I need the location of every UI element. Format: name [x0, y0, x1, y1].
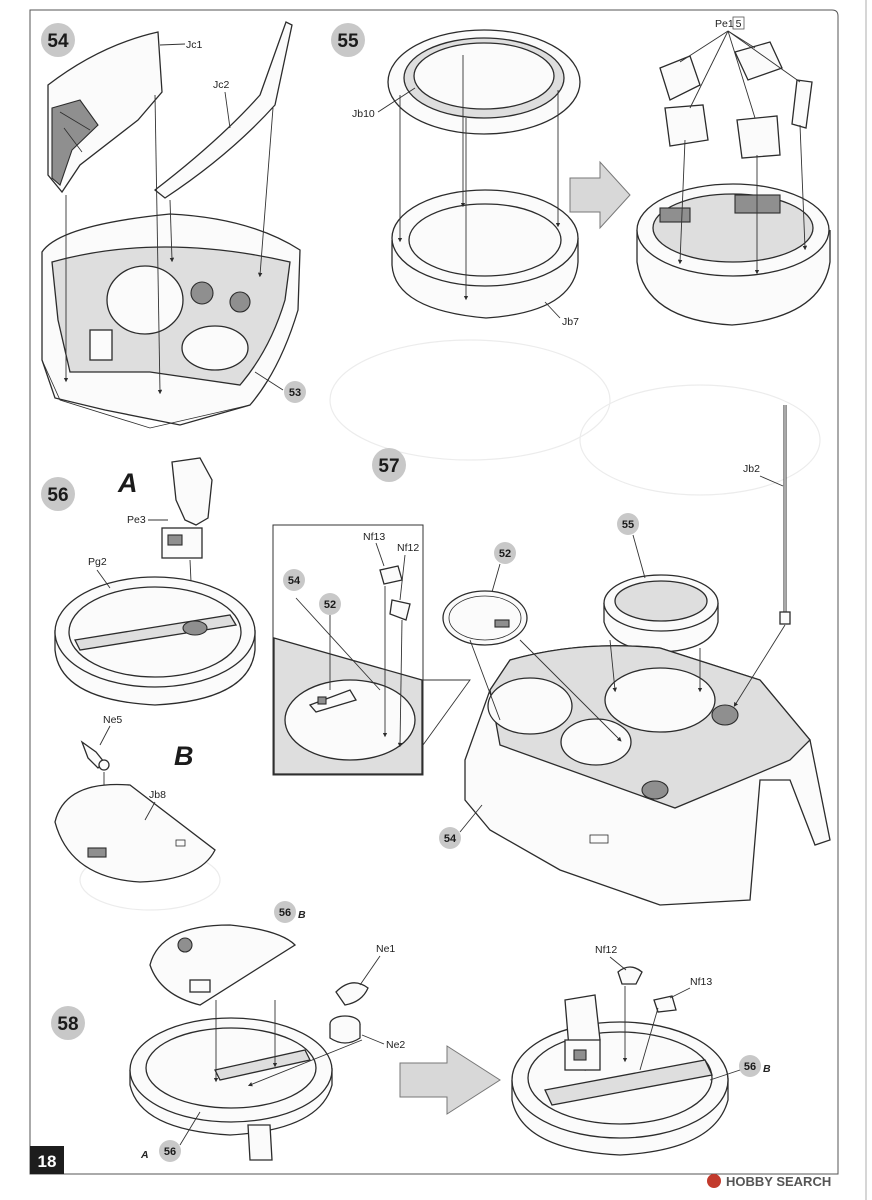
svg-text:52: 52 [499, 548, 511, 560]
label-jb7: Jb7 [562, 316, 579, 328]
label-jb10: Jb10 [352, 108, 375, 120]
pe1-quantity-box: 5 [732, 16, 745, 30]
pe1-assembly-lines [677, 124, 808, 275]
svg-text:53: 53 [289, 387, 301, 399]
ref-badge-52: 52 [494, 542, 516, 564]
watermark: HOBBY SEARCH [707, 1174, 831, 1189]
part-52-ring [442, 590, 528, 646]
step-58-assembly-lines [213, 1000, 278, 1083]
step-58: 58 56 B A 56 [51, 901, 771, 1162]
completed-hatch-assembly [511, 994, 729, 1156]
page-number-block: 18 [30, 1146, 64, 1174]
inset-callout-pointer [422, 679, 471, 746]
svg-text:55: 55 [337, 31, 359, 52]
step-57-assembly-lines [469, 624, 786, 742]
svg-text:56: 56 [279, 907, 291, 919]
part-ne5 [80, 740, 110, 771]
turret-ring-with-pe1 [636, 183, 831, 326]
step-58-badge: 58 [51, 1006, 85, 1040]
label-pe1: Pe1 [715, 18, 734, 30]
ref-badge-53: 53 [284, 381, 306, 403]
step-57-detail-inset [272, 524, 424, 776]
svg-text:52: 52 [324, 599, 336, 611]
part-jb10-ring [387, 29, 581, 135]
step-55-direction-arrow [569, 160, 631, 230]
svg-text:B: B [298, 909, 306, 921]
step-57-badge: 57 [372, 448, 406, 482]
label-jb8: Jb8 [149, 789, 166, 801]
part-jb2-antenna [779, 405, 791, 625]
part-pg2-ring [54, 576, 256, 706]
step-54-badge: 54 [41, 23, 75, 57]
label-jc1: Jc1 [186, 39, 203, 51]
subassembly-56b [149, 924, 297, 1006]
ref-badge-56b-top: 56 B [274, 901, 306, 923]
svg-text:54: 54 [444, 833, 457, 845]
step-55-badge: 55 [331, 23, 365, 57]
turret-base-53 [41, 213, 301, 429]
svg-text:54: 54 [288, 575, 301, 587]
nf13-inset [379, 565, 403, 585]
label-pe3: Pe3 [127, 514, 146, 526]
part-nf12-58 [617, 966, 643, 985]
label-ne5: Ne5 [103, 714, 122, 726]
svg-text:B: B [763, 1063, 771, 1075]
subassembly-b-letter: B [174, 741, 194, 771]
part-ne2 [329, 1015, 361, 1044]
label-jb2: Jb2 [743, 463, 760, 475]
svg-text:56: 56 [47, 485, 68, 506]
label-ne1: Ne1 [376, 943, 395, 955]
step-54: 54 Jc1 Jc2 [41, 21, 306, 429]
part-jc2-plate [153, 21, 293, 199]
ref-badge-54: 54 [439, 827, 461, 849]
subassembly-a-letter: A [117, 468, 138, 498]
step-58-direction-arrow [399, 1045, 501, 1115]
step-55-assembly-lines [397, 55, 561, 301]
part-jb7-ring [391, 189, 579, 319]
part-jb8-plate [54, 783, 216, 883]
label-nf13-58: Nf13 [690, 976, 712, 988]
svg-text:A: A [140, 1149, 149, 1161]
svg-text:5: 5 [736, 18, 742, 30]
svg-text:56: 56 [744, 1061, 756, 1073]
part-nf13-58 [653, 995, 677, 1013]
step-57: 57 Nf13 Nf12 54 52 [272, 405, 831, 906]
ref-badge-56b: 56 B [739, 1055, 771, 1077]
part-pe3 [161, 457, 213, 559]
step-55: 55 Jb10 Jb7 [331, 16, 831, 328]
label-jc2: Jc2 [213, 79, 230, 91]
part-ne1 [335, 982, 369, 1006]
step-56: 56 A Pe3 Pg2 B Ne5 [41, 457, 256, 883]
svg-text:56: 56 [164, 1146, 176, 1158]
part-55-ring [603, 574, 719, 653]
svg-text:55: 55 [622, 519, 634, 531]
step-54-assembly-lines [63, 94, 274, 395]
label-nf12: Nf12 [397, 542, 419, 554]
ref-badge-55: 55 [617, 513, 639, 535]
step-56-badge: 56 [41, 477, 75, 511]
svg-text:57: 57 [378, 456, 399, 477]
label-pg2: Pg2 [88, 556, 107, 568]
ref-badge-54-inset: 54 [283, 569, 305, 591]
label-nf12-58: Nf12 [595, 944, 617, 956]
svg-text:54: 54 [47, 31, 69, 52]
subassembly-56a [129, 1017, 333, 1161]
svg-text:58: 58 [57, 1014, 78, 1035]
page-frame [29, 9, 839, 1175]
ref-badge-52-inset: 52 [319, 593, 341, 615]
pe1-parts [659, 41, 813, 159]
nf12-inset [389, 599, 411, 621]
part-jc1-plate [47, 31, 163, 194]
svg-text:18: 18 [38, 1152, 57, 1171]
svg-text:HOBBY SEARCH: HOBBY SEARCH [726, 1174, 831, 1189]
ref-badge-56a: A 56 [140, 1140, 181, 1162]
turret-hull-54 [464, 645, 831, 906]
label-nf13: Nf13 [363, 531, 385, 543]
label-ne2: Ne2 [386, 1039, 405, 1051]
